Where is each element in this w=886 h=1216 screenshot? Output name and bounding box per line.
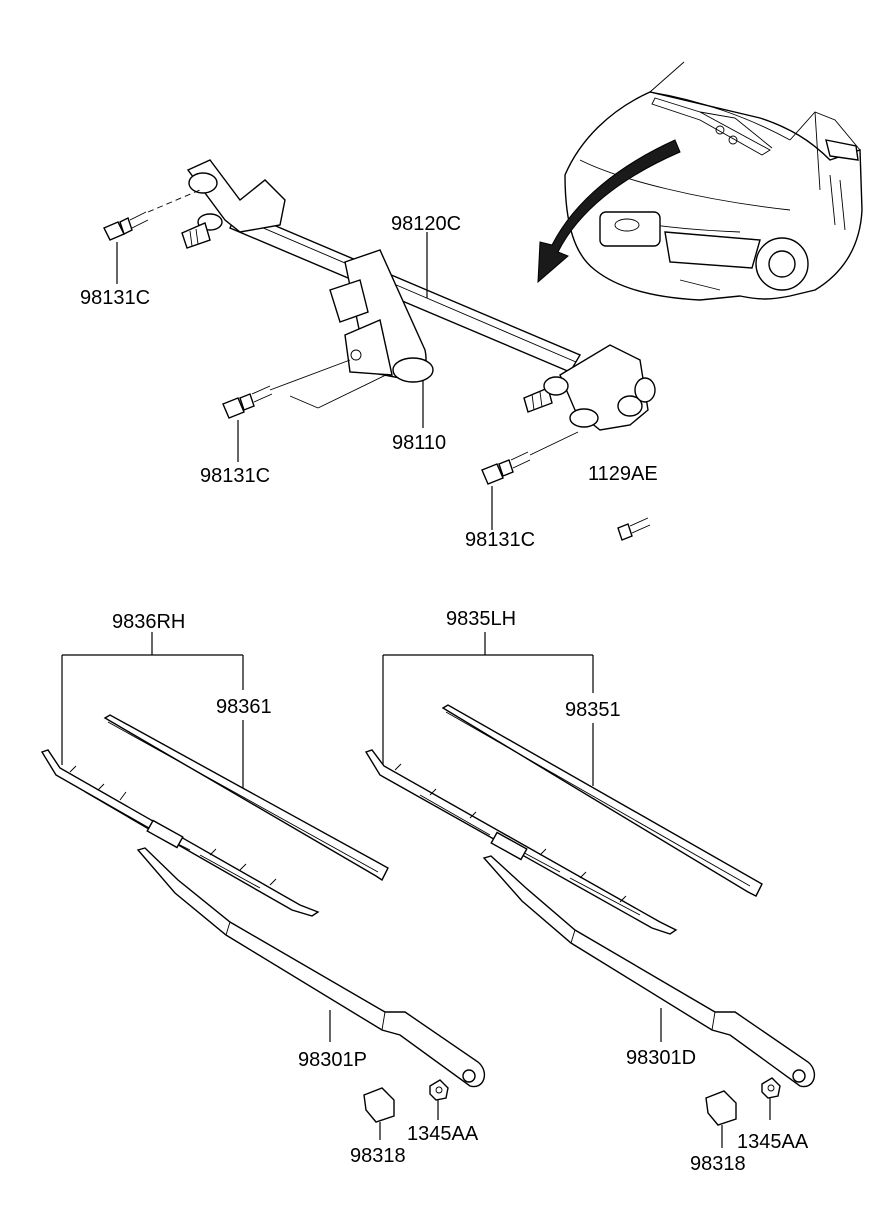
rh-bracket-lines <box>61 632 244 790</box>
label-cap-rh: 98318 <box>350 1145 406 1167</box>
rh-nut-icon <box>429 1079 449 1120</box>
label-linkage-assembly: 98120C <box>391 213 461 235</box>
car-illustration <box>564 61 863 301</box>
label-cap-lh: 98318 <box>690 1153 746 1175</box>
lh-refill-icon <box>441 704 763 897</box>
label-blade-lh-refill: 98351 <box>565 699 621 721</box>
rh-cap-icon <box>363 1087 395 1140</box>
wiper-linkage-illustration <box>181 159 656 431</box>
direction-arrow <box>537 139 681 284</box>
label-arm-lh: 98301D <box>626 1047 696 1069</box>
rh-arm-icon <box>136 847 486 1088</box>
label-blade-rh-assembly: 9836RH <box>112 611 185 633</box>
label-motor: 98110 <box>392 432 446 454</box>
rh-refill-icon <box>103 714 389 882</box>
bolt-center-icon <box>222 385 273 419</box>
label-bolt-center: 98131C <box>200 465 270 487</box>
label-arm-rh: 98301P <box>298 1049 367 1071</box>
lh-arm-icon <box>482 855 816 1088</box>
lh-cap-icon <box>705 1090 737 1148</box>
bolt-right-icon <box>481 451 531 485</box>
label-nut-lh: 1345AA <box>737 1131 809 1153</box>
leader-lines-top <box>116 189 579 530</box>
label-nut-rh: 1345AA <box>407 1123 479 1145</box>
label-screw: 1129AE <box>588 463 658 485</box>
lh-bracket-lines <box>382 632 594 786</box>
lh-blade-frame-icon <box>364 749 678 935</box>
label-blade-rh-refill: 98361 <box>216 696 272 718</box>
lh-nut-icon <box>761 1077 781 1120</box>
screw-icon <box>617 517 651 541</box>
label-bolt-right: 98131C <box>465 529 535 551</box>
rh-blade-frame-icon <box>40 749 320 917</box>
label-bolt-left: 98131C <box>80 287 150 309</box>
bolt-left-icon <box>103 211 149 241</box>
label-blade-lh-assembly: 9835LH <box>446 608 516 630</box>
